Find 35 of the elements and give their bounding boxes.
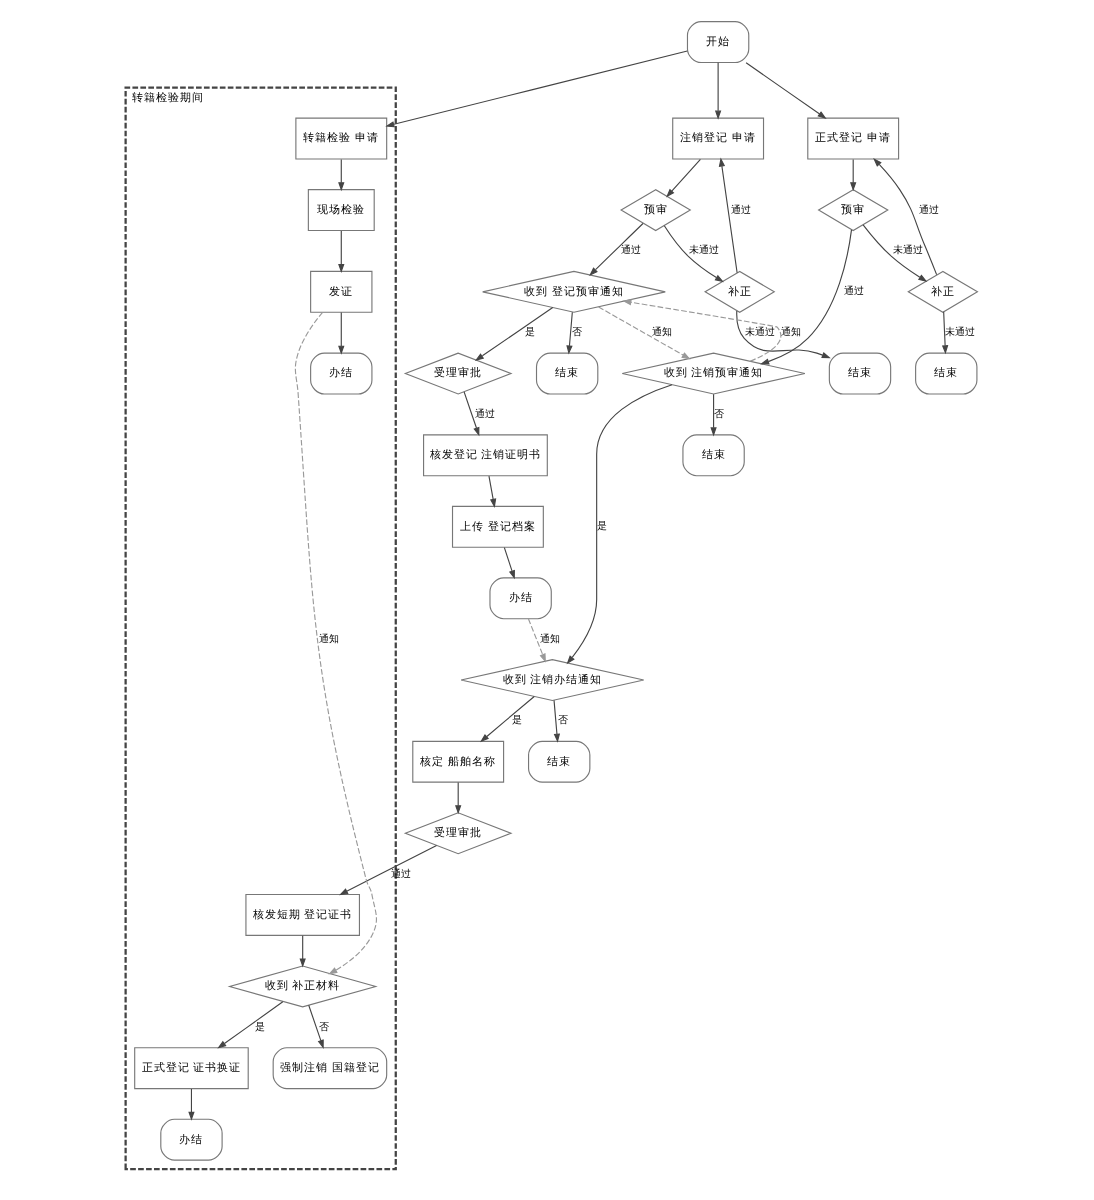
arrow — [488, 475, 497, 508]
arrow — [385, 50, 688, 128]
arrow — [589, 222, 644, 276]
arrow — [666, 158, 701, 198]
arrow — [527, 618, 546, 663]
arrow — [566, 384, 673, 665]
arrow — [941, 311, 949, 355]
arrow — [217, 1001, 284, 1049]
arrow — [338, 230, 345, 273]
arrow — [566, 311, 573, 355]
arrow — [463, 391, 480, 437]
arrow — [622, 299, 782, 362]
arrow — [873, 158, 938, 276]
arrow — [553, 699, 561, 743]
arrow — [745, 62, 827, 119]
arrow — [474, 306, 554, 361]
arrow — [503, 547, 515, 580]
arrow — [710, 393, 717, 437]
arrow — [862, 224, 928, 282]
arrow — [736, 310, 831, 359]
arrow — [338, 312, 345, 355]
arrow — [308, 1004, 324, 1049]
arrow — [718, 157, 738, 274]
arrow — [714, 62, 722, 120]
arrow — [188, 1088, 195, 1121]
arrow — [598, 306, 691, 360]
arrow — [294, 311, 378, 975]
arrow — [455, 781, 462, 815]
arrow — [480, 695, 535, 743]
arrow — [299, 935, 306, 968]
arrow — [338, 158, 345, 192]
arrow — [850, 158, 857, 192]
arrow — [339, 844, 438, 896]
arrow — [663, 225, 724, 283]
arrow — [760, 229, 853, 365]
